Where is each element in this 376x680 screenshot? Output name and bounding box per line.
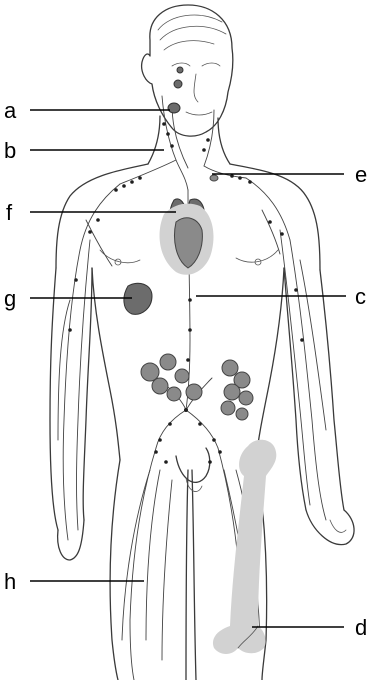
- organs: [124, 67, 276, 654]
- cervical-node-a1: [168, 103, 180, 113]
- label-d: d: [355, 615, 367, 640]
- label-e: e: [355, 162, 367, 187]
- label-b: b: [4, 138, 16, 163]
- intestines: [141, 354, 253, 420]
- label-c: c: [355, 284, 366, 309]
- labels: a b e f c g h d: [4, 98, 367, 640]
- cervical-node-a3: [177, 67, 183, 73]
- cervical-node-a2: [174, 80, 182, 88]
- label-f: f: [6, 200, 13, 225]
- label-h: h: [4, 569, 16, 594]
- label-a: a: [4, 98, 17, 123]
- human-body-figure: [50, 5, 354, 680]
- label-g: g: [4, 286, 16, 311]
